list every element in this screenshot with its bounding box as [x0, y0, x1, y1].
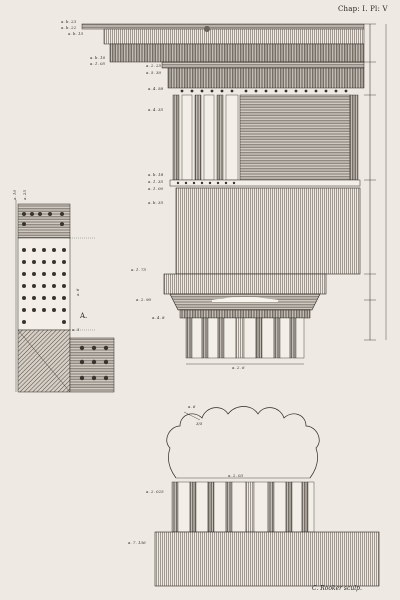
triglyph-bar-5 [216, 94, 224, 181]
cornice-label-1: a. b. 23 [61, 19, 77, 24]
metope-edge [349, 94, 359, 181]
flute-plan-arc [166, 406, 320, 479]
plan-label-1: a. 10 [12, 189, 17, 200]
frieze-label-2: a. 4. 35 [148, 107, 164, 112]
plan-side-block [69, 337, 115, 393]
triglyph-bar-2 [181, 94, 193, 181]
engraver-signature: C. Rooker sculp. [312, 585, 362, 592]
triglyph-bar-4 [203, 94, 215, 181]
abacus [163, 273, 327, 295]
upper-shaft-flutes [185, 317, 305, 359]
arc-label-2: 3/5 [196, 421, 203, 426]
lower-shaft-flutes [171, 481, 315, 533]
cornice-label-7: a. 5. 30 [146, 70, 162, 75]
frieze-label-1: a. 4. 58 [148, 86, 164, 91]
lower-column-label-1: a. 2. 03 [228, 473, 244, 478]
echinus-shadow [212, 297, 278, 302]
cornice-ornament [204, 26, 210, 32]
lower-column-label-2: a. 2. 025 [146, 489, 164, 494]
lower-column [154, 406, 380, 587]
plan-side-dots [79, 345, 109, 381]
cornice-label-3: a. b. 15 [68, 31, 84, 36]
frieze-label-6: a. b. 35 [148, 200, 164, 205]
plate-heading: Chap: I. Pl: V [338, 5, 388, 13]
bed-moulding [161, 61, 365, 69]
frieze-band [167, 67, 365, 89]
frieze-label-3: a. b. 18 [148, 172, 164, 177]
frieze-label-4: a. 1. 35 [148, 179, 164, 184]
entablature [81, 23, 387, 341]
plan-dots [22, 212, 66, 324]
regula-guttae [176, 181, 236, 185]
capital-label-2: a. 2. 90 [136, 297, 152, 302]
cornice-corona [103, 28, 365, 45]
capital-label-4: a. 2. 6 [232, 365, 245, 370]
capital [163, 273, 327, 365]
taenia [169, 179, 361, 187]
cornice-top-band [81, 23, 365, 30]
plan-label-2: a. 25 [22, 189, 27, 200]
guttae-row [180, 89, 348, 93]
triglyph-bar-1 [172, 94, 180, 181]
plan-label-3: a. 6 [75, 288, 80, 296]
stylobate [154, 531, 380, 587]
cornice-label-2: a. b. 22 [61, 25, 77, 30]
detail-letter-label: A. [80, 312, 88, 320]
stylobate-label: a. 7. 136 [128, 540, 146, 545]
necking [179, 309, 311, 319]
metope-panel [239, 94, 351, 181]
cornice-label-5: a. 1. 05 [90, 61, 106, 66]
plan-upper-block [17, 203, 71, 239]
cornice-label-6: a. 2. 25 [146, 63, 162, 68]
cornice-soffit [109, 43, 365, 63]
plan-detail [15, 200, 115, 393]
frieze-label-5: a. 1. 00 [148, 186, 164, 191]
arc-label-1: a. 6 [188, 404, 196, 409]
triglyph-bar-3 [194, 94, 202, 181]
cornice-label-4: a. b. 10 [90, 55, 106, 60]
triglyph-bar-6 [225, 94, 239, 181]
capital-label-3: a. 4. 8 [152, 315, 165, 320]
capital-label-1: a. 1. 75 [131, 267, 147, 272]
plan-label-4: a. 5 [72, 327, 80, 332]
architrave [175, 187, 361, 275]
